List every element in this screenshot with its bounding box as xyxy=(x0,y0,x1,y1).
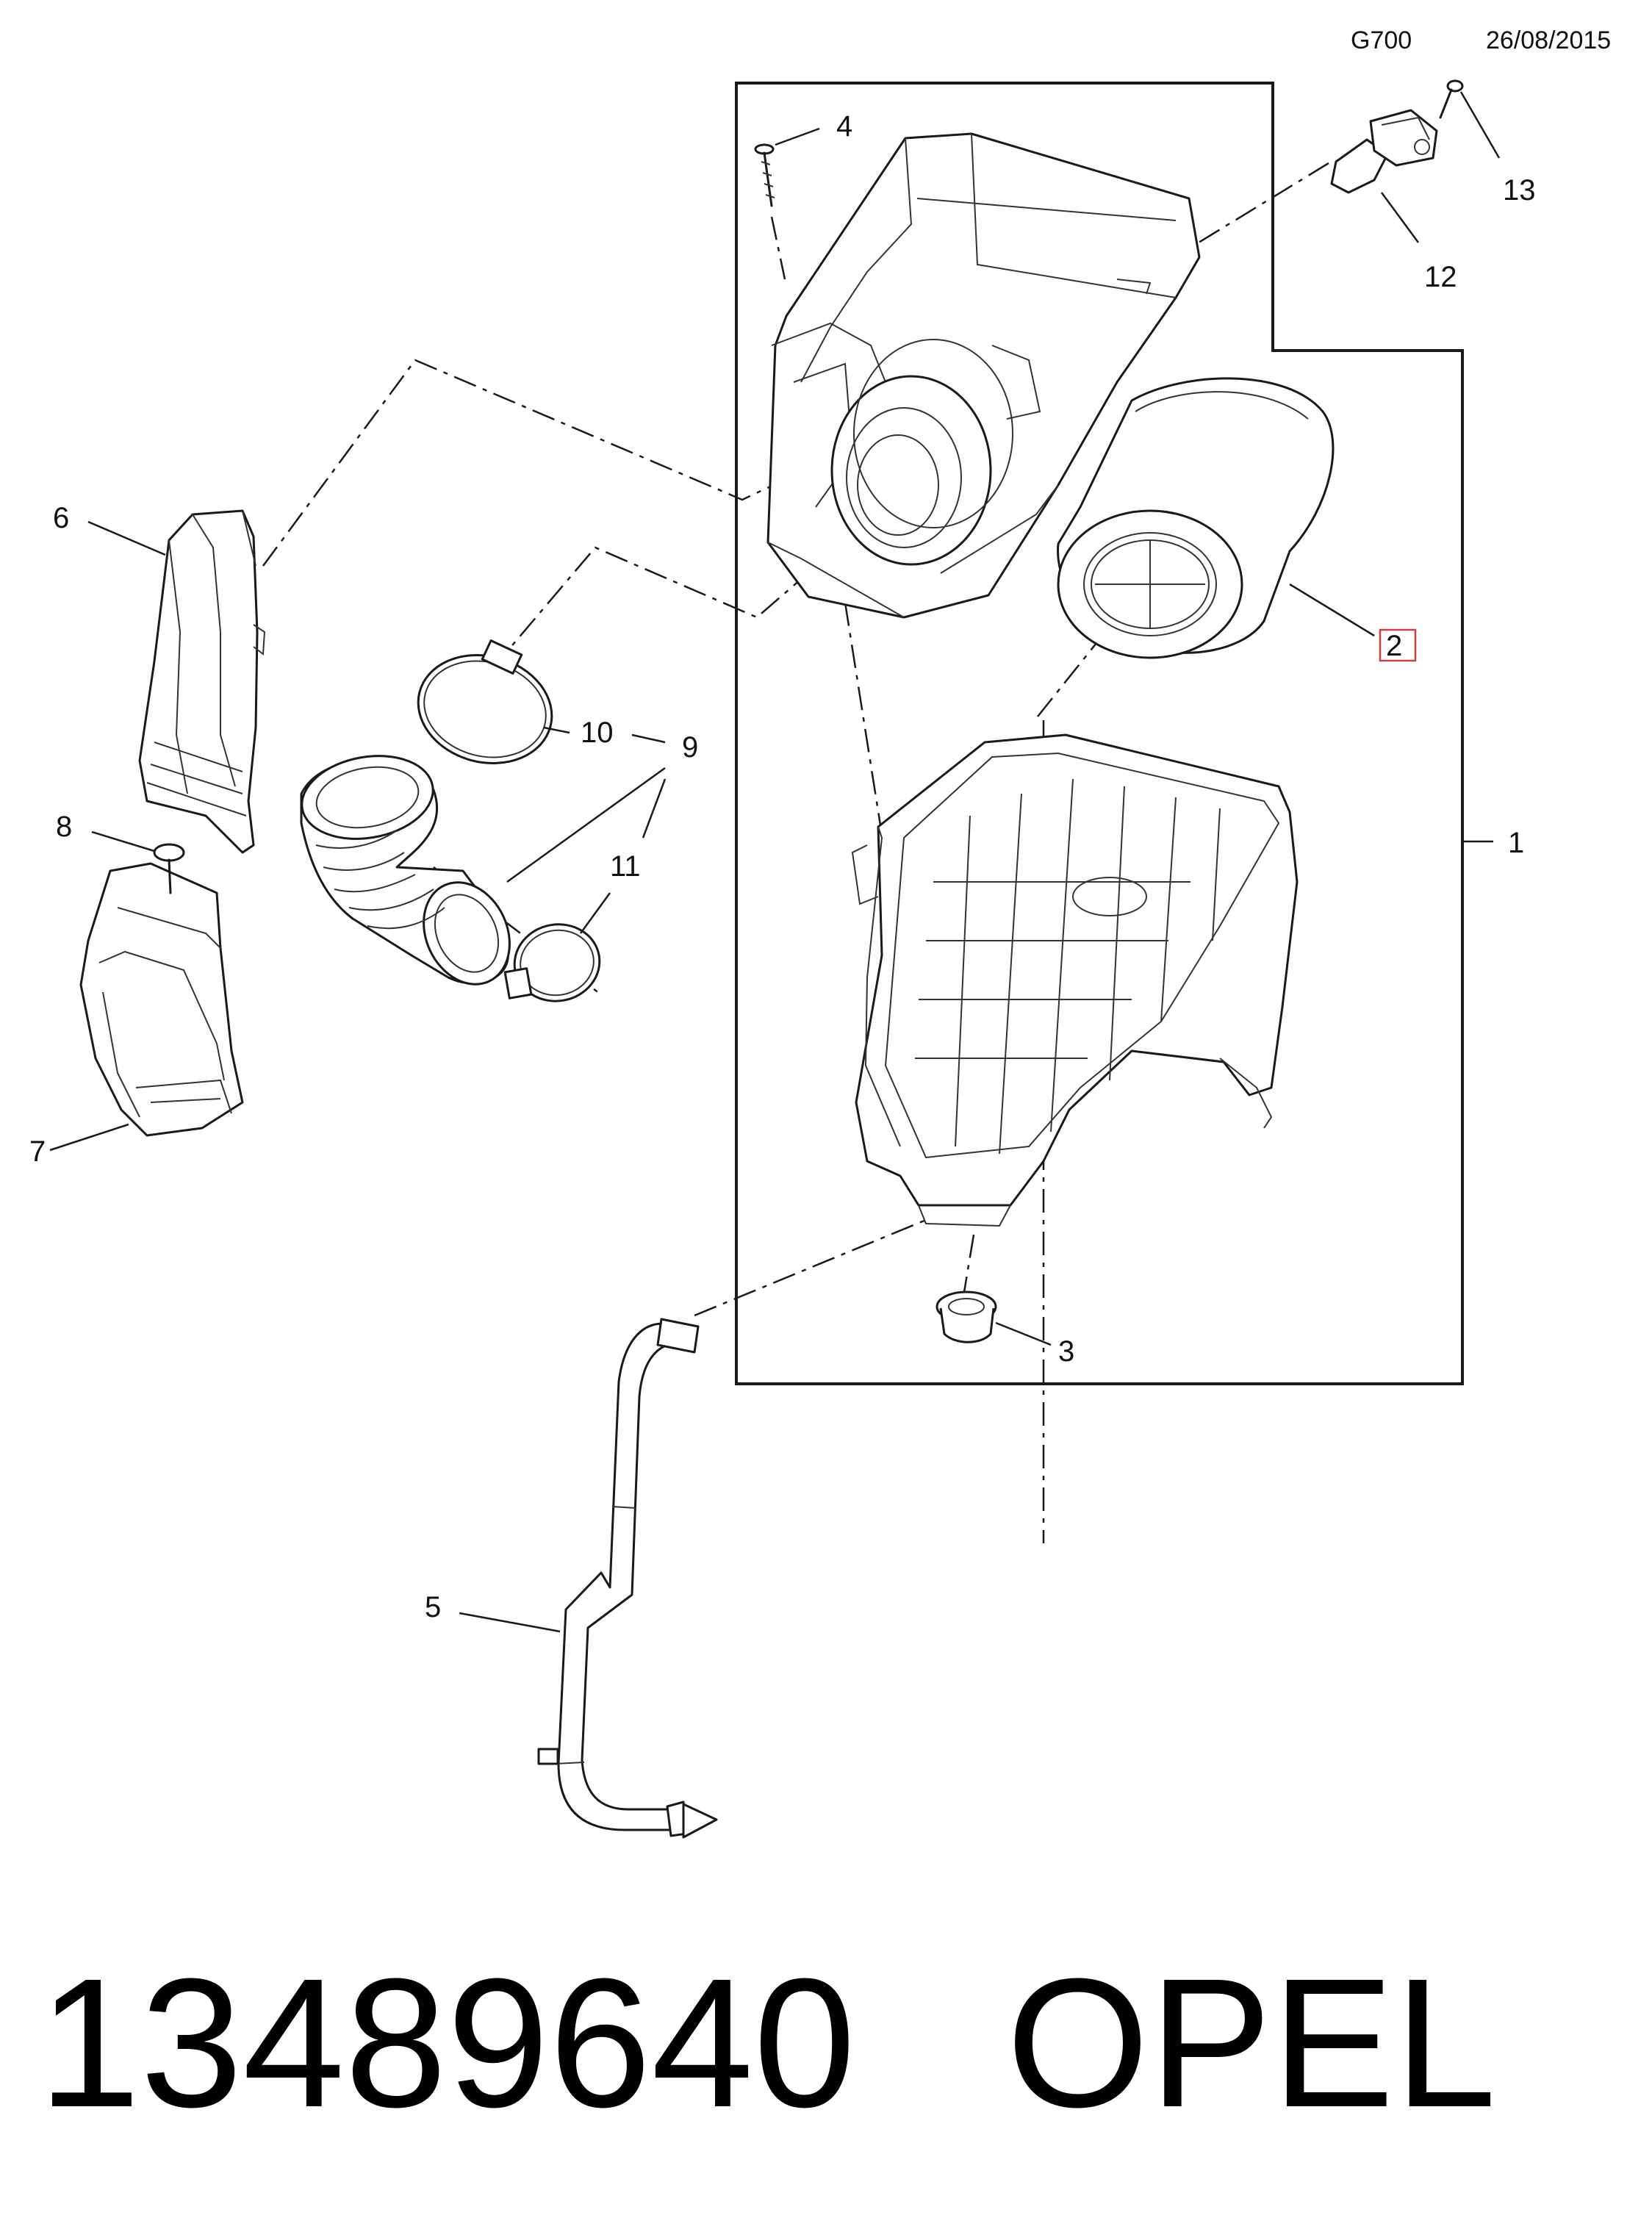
callout-2: 2 xyxy=(1386,630,1402,662)
callout-10: 10 xyxy=(581,717,614,749)
callout-4: 4 xyxy=(836,110,852,143)
air-filter-housing-lid xyxy=(766,132,1201,619)
callout-12: 12 xyxy=(1424,261,1457,293)
leader-10-9 xyxy=(631,733,666,744)
air-filter-element xyxy=(1057,377,1335,659)
air-intake-duct xyxy=(138,509,266,854)
assembly-frame xyxy=(735,82,1464,1385)
leader-7 xyxy=(49,1123,129,1152)
leader-9b xyxy=(642,778,667,839)
leader-3 xyxy=(995,1321,1052,1346)
diagram-date: 26/08/2015 xyxy=(1486,26,1612,54)
leader-9a xyxy=(506,767,666,883)
leader-13 xyxy=(1459,91,1501,159)
leader-5 xyxy=(459,1612,561,1633)
drain-pipe xyxy=(537,1318,718,1839)
leader-12 xyxy=(1380,192,1420,243)
leader-6 xyxy=(87,520,166,556)
hose-clamp-lower xyxy=(503,923,601,1002)
grommet xyxy=(935,1290,997,1343)
sensor-screw xyxy=(1439,79,1464,119)
callout-9: 9 xyxy=(682,731,698,764)
callout-5: 5 xyxy=(425,1591,441,1623)
leader-10 xyxy=(543,726,570,734)
part-number: 13489640 xyxy=(38,1940,856,2145)
callout-6: 6 xyxy=(53,502,69,534)
leader-8 xyxy=(91,830,155,852)
callout-8: 8 xyxy=(56,811,72,843)
leader-11 xyxy=(579,892,611,934)
air-mass-sensor xyxy=(1330,109,1438,194)
diagram-code: G700 xyxy=(1351,26,1412,54)
air-filter-housing-base xyxy=(851,733,1299,1227)
leader-2 xyxy=(1289,583,1375,637)
callout-3: 3 xyxy=(1058,1335,1074,1368)
retaining-clip xyxy=(153,843,185,894)
lower-air-duct xyxy=(79,862,244,1137)
callout-13: 13 xyxy=(1503,174,1536,207)
brand-name: OPEL xyxy=(1006,1940,1497,2145)
callout-11: 11 xyxy=(610,850,641,883)
intake-hose xyxy=(300,755,511,986)
callout-1: 1 xyxy=(1508,827,1524,859)
leader-4 xyxy=(775,127,820,146)
callout-2-box xyxy=(1379,628,1417,662)
screw xyxy=(754,143,775,207)
hose-clamp-upper xyxy=(417,639,553,765)
callout-7: 7 xyxy=(29,1135,46,1168)
